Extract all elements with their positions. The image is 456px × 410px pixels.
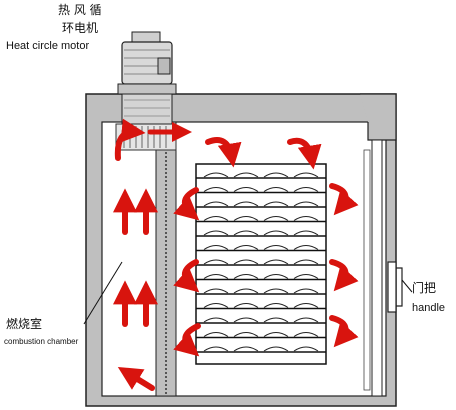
airflow-arrows xyxy=(113,118,359,391)
door-seal xyxy=(363,149,371,391)
motor-label-cn-line1: 热 风 循 xyxy=(58,3,102,17)
tray-product xyxy=(293,288,319,294)
partition-wall xyxy=(155,121,177,397)
tray-product xyxy=(293,274,319,279)
tray-product xyxy=(293,187,319,192)
tray-product xyxy=(293,346,319,352)
tray-product xyxy=(233,346,259,352)
tray-product xyxy=(263,303,289,308)
tray-product xyxy=(233,274,259,279)
tray-product xyxy=(233,245,259,250)
tray-product xyxy=(263,259,289,265)
combustion-leader-line xyxy=(83,261,123,325)
tray-product xyxy=(233,317,259,323)
curved-airflow-arrow xyxy=(114,118,146,161)
motor-label-cn-line2: 环电机 xyxy=(62,21,99,35)
door-frame-top xyxy=(360,93,397,141)
curved-airflow-arrow xyxy=(173,323,201,357)
tray-product xyxy=(233,230,259,236)
tray-product xyxy=(293,332,319,337)
motor-icon xyxy=(117,31,177,125)
tray-product xyxy=(293,259,319,265)
tray-product xyxy=(233,172,259,178)
tray-product xyxy=(293,216,319,221)
tray-product xyxy=(263,288,289,294)
tray-product xyxy=(233,201,259,207)
tray-product xyxy=(263,230,289,236)
tray-product xyxy=(203,172,229,178)
tray-product xyxy=(263,332,289,337)
combustion-label-cn: 燃烧室 xyxy=(6,317,43,331)
tray-product xyxy=(203,230,229,236)
tray-product xyxy=(293,303,319,308)
leader-lines xyxy=(83,261,413,325)
tray-product xyxy=(263,245,289,250)
tray-product xyxy=(233,332,259,337)
tray-rack xyxy=(195,163,327,365)
tray-product xyxy=(203,259,229,265)
tray-product xyxy=(203,245,229,250)
airflow-arrow xyxy=(117,366,155,391)
tray-product xyxy=(263,187,289,192)
curved-airflow-arrow xyxy=(173,259,200,293)
motor-terminal-box xyxy=(157,57,171,75)
tray-product xyxy=(263,216,289,221)
tray-product xyxy=(203,332,229,337)
curved-airflow-arrow xyxy=(329,183,359,216)
door-handle xyxy=(387,261,397,313)
motor-mount xyxy=(121,93,173,125)
handle-bracket xyxy=(396,267,403,307)
curved-airflow-arrow xyxy=(329,259,359,292)
tray-product xyxy=(233,187,259,192)
tray-product xyxy=(293,172,319,178)
tray-product xyxy=(293,230,319,236)
tray-product xyxy=(233,288,259,294)
tray-product xyxy=(203,303,229,308)
door-panel xyxy=(371,139,383,397)
rack-frame xyxy=(195,163,327,365)
tray-product xyxy=(203,274,229,279)
curved-airflow-arrow xyxy=(173,187,200,221)
tray-product xyxy=(203,346,229,352)
tray-product xyxy=(263,317,289,323)
handle-label-cn: 门把 xyxy=(412,281,437,295)
tray-product xyxy=(293,245,319,250)
curved-airflow-arrow xyxy=(287,137,322,170)
tray-product xyxy=(233,259,259,265)
handle-label-en: handle xyxy=(412,302,446,314)
curved-airflow-arrow xyxy=(205,137,242,168)
tray-product xyxy=(263,172,289,178)
tray-product xyxy=(203,288,229,294)
motor-label-en: Heat circle motor xyxy=(6,40,90,52)
motor-base xyxy=(117,83,177,95)
curved-airflow-arrow xyxy=(329,315,359,348)
tray-product xyxy=(293,201,319,207)
combustion-label-en: combustion chamber xyxy=(4,337,79,346)
tray-product xyxy=(263,201,289,207)
tray-product xyxy=(233,216,259,221)
tray-product xyxy=(263,274,289,279)
tray-product xyxy=(203,216,229,221)
handle-leader-line xyxy=(401,279,413,293)
tray-product xyxy=(233,303,259,308)
motor-cap xyxy=(131,31,161,43)
tray-product xyxy=(293,317,319,323)
tray-product xyxy=(203,317,229,323)
tray-product xyxy=(203,187,229,192)
tray-product xyxy=(203,201,229,207)
tray-product xyxy=(263,346,289,352)
